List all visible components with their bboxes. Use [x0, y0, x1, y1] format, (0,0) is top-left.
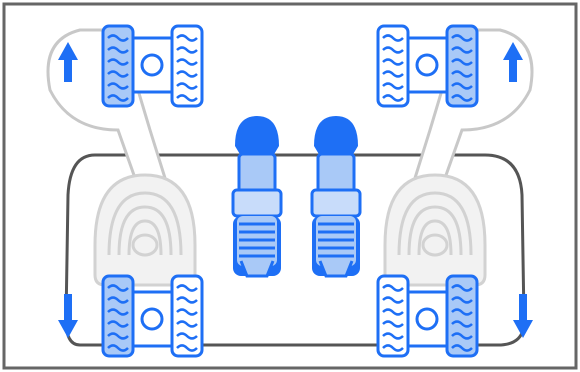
arrow-up-icon: [503, 42, 523, 82]
console-outline: [64, 153, 526, 347]
pedal-icon: [310, 114, 362, 278]
pedal-icon: [231, 114, 283, 278]
left-pedal: [231, 114, 283, 278]
arrow-down-icon: [58, 294, 78, 338]
right-pedal: [310, 114, 362, 278]
arrow-down-icon: [513, 294, 533, 338]
lever-icon: [383, 173, 487, 287]
arrow-up-icon: [58, 42, 78, 82]
lever-icon: [93, 173, 197, 287]
